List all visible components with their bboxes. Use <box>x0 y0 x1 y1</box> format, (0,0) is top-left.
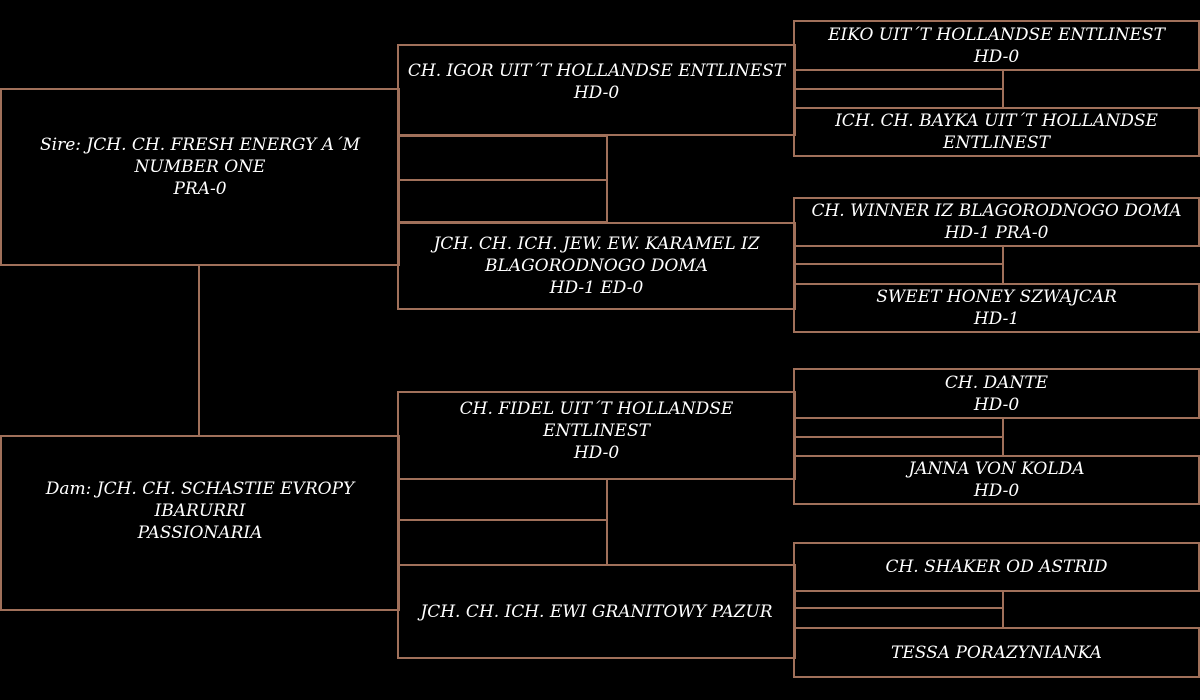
dam-dam-name: JCH. CH. ICH. EWI GRANITOWY PAZUR <box>420 601 773 622</box>
sire-sire-box: CH. IGOR UIT´T HOLLANDSE ENTLINEST HD-0 <box>397 44 796 136</box>
sire-parents-line-3 <box>397 221 608 223</box>
ds-dam-box: JANNA VON KOLDA HD-0 <box>793 455 1200 505</box>
sd-connector <box>1002 247 1004 283</box>
dd-sire-box: CH. SHAKER OD ASTRID <box>793 542 1200 592</box>
ss-connector <box>1002 71 1004 107</box>
ds-sire-name: CH. DANTE HD-0 <box>944 372 1049 415</box>
dd-dam-name: TESSA PORAZYNIANKA <box>891 642 1102 663</box>
ss-sire-box: EIKO UIT´T HOLLANDSE ENTLINEST HD-0 <box>793 20 1200 71</box>
sire-dam-name: JCH. CH. ICH. JEW. EW. KARAMEL IZ BLAGOR… <box>433 234 760 298</box>
sd-sire-name: CH. WINNER IZ BLAGORODNOGO DOMA HD-1 PRA… <box>811 201 1182 243</box>
ds-sire-box: CH. DANTE HD-0 <box>793 368 1200 419</box>
sd-left-edge <box>793 247 795 283</box>
sire-dam-connector <box>198 266 200 435</box>
dam-parents-connector <box>606 480 608 564</box>
ss-mid-line <box>793 88 1004 90</box>
dd-mid-line <box>793 607 1004 609</box>
sire-parents-left-edge <box>397 136 399 222</box>
ds-connector <box>1002 419 1004 455</box>
dd-connector <box>1002 592 1004 627</box>
dam-sire-box: CH. FIDEL UIT´T HOLLANDSE ENTLINEST HD-0 <box>397 391 796 480</box>
sire-dam-box: JCH. CH. ICH. JEW. EW. KARAMEL IZ BLAGOR… <box>397 222 796 310</box>
dd-left-edge <box>793 592 795 627</box>
sd-dam-name: SWEET HONEY SZWAJCAR HD-1 <box>876 287 1117 329</box>
sire-name: Sire: JCH. CH. FRESH ENERGY A´M NUMBER O… <box>40 135 360 199</box>
ds-dam-name: JANNA VON KOLDA HD-0 <box>908 459 1085 501</box>
ds-left-edge <box>793 419 795 455</box>
sire-box: Sire: JCH. CH. FRESH ENERGY A´M NUMBER O… <box>0 88 400 266</box>
dam-name: Dam: JCH. CH. SCHASTIE EVROPY IBARURRI P… <box>45 479 355 543</box>
sire-parents-line-1 <box>397 135 608 137</box>
ss-dam-box: ICH. CH. BAYKA UIT´T HOLLANDSE ENTLINEST <box>793 107 1200 157</box>
ss-left-edge <box>793 71 795 107</box>
sd-sire-box: CH. WINNER IZ BLAGORODNOGO DOMA HD-1 PRA… <box>793 197 1200 247</box>
dam-parents-line-1 <box>397 519 608 521</box>
sire-sire-name: CH. IGOR UIT´T HOLLANDSE ENTLINEST HD-0 <box>407 61 786 103</box>
dam-dam-box: JCH. CH. ICH. EWI GRANITOWY PAZUR <box>397 564 796 659</box>
dam-box: Dam: JCH. CH. SCHASTIE EVROPY IBARURRI P… <box>0 435 400 611</box>
dam-sire-name: CH. FIDEL UIT´T HOLLANDSE ENTLINEST HD-0 <box>459 398 734 463</box>
sd-dam-box: SWEET HONEY SZWAJCAR HD-1 <box>793 283 1200 333</box>
ss-dam-name: ICH. CH. BAYKA UIT´T HOLLANDSE ENTLINEST <box>835 111 1158 153</box>
ds-mid-line <box>793 436 1004 438</box>
dd-sire-name: CH. SHAKER OD ASTRID <box>885 557 1108 577</box>
sd-mid-line <box>793 263 1004 265</box>
dam-parents-left-edge <box>397 480 399 564</box>
sire-parents-line-2 <box>397 179 608 181</box>
ss-sire-name: EIKO UIT´T HOLLANDSE ENTLINEST HD-0 <box>828 24 1165 67</box>
dd-dam-box: TESSA PORAZYNIANKA <box>793 627 1200 678</box>
